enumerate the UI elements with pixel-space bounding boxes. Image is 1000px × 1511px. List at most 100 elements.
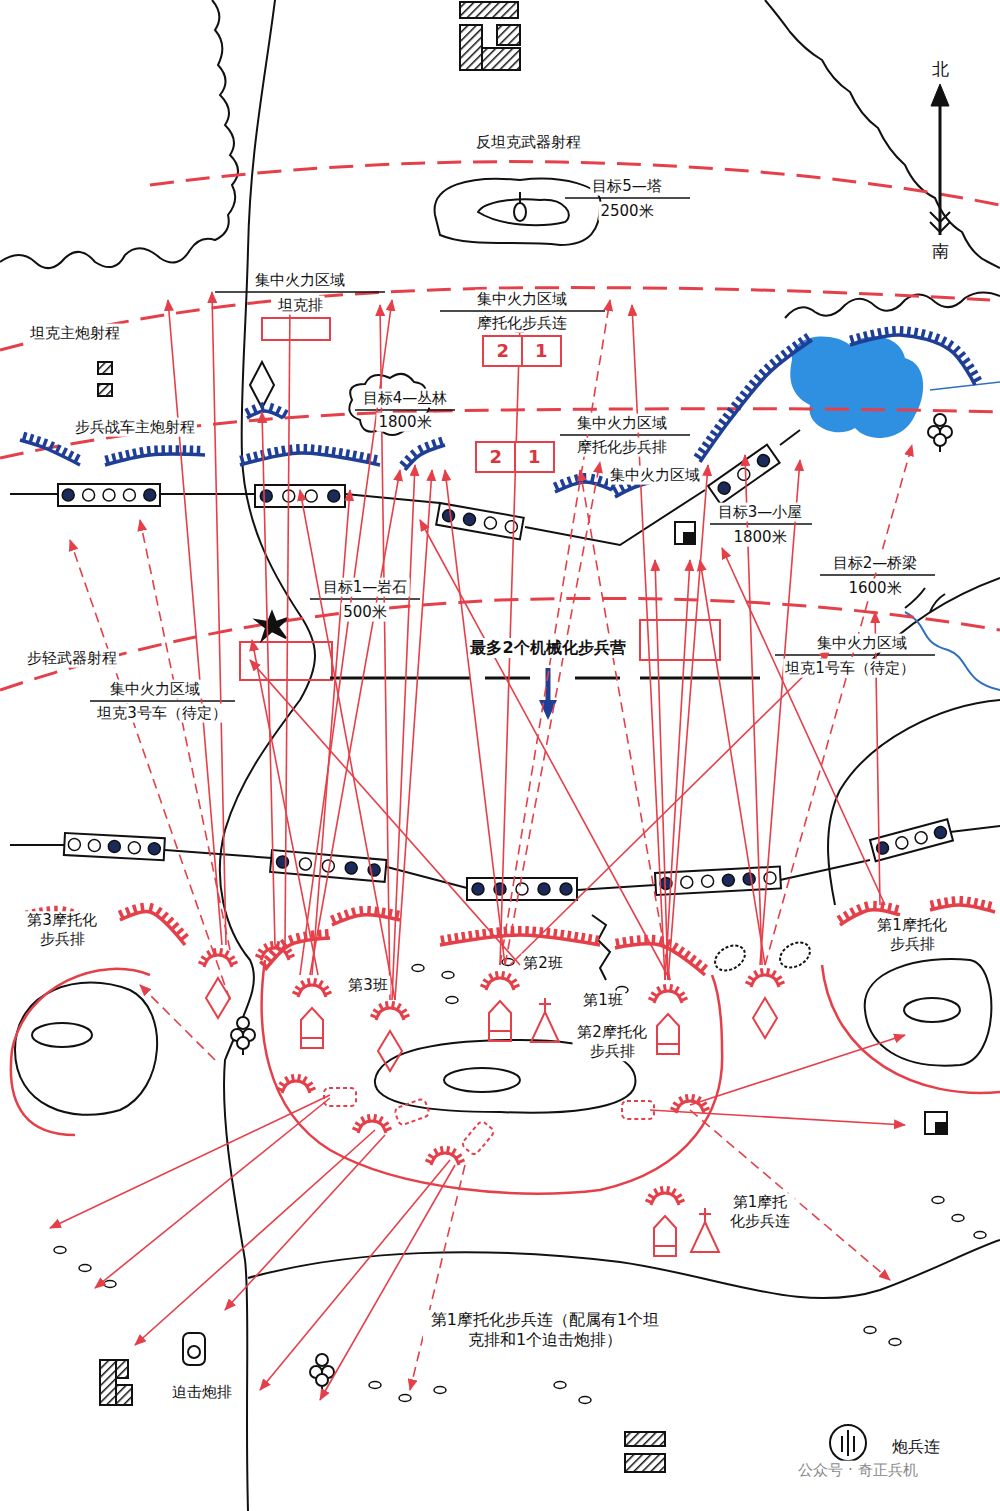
position-oval: [442, 972, 454, 979]
tree-crown: [237, 1037, 249, 1049]
trench-teeth: [23, 432, 79, 462]
label-rule: [820, 574, 935, 576]
contour-line: [785, 292, 1000, 318]
fire-arrow: [655, 560, 668, 980]
fire-arrow: [285, 300, 290, 945]
north-arrow-feather: [930, 212, 950, 232]
vehicle-pentagon-line: [654, 1245, 676, 1247]
mine-dot: [483, 516, 497, 530]
vehicle-pentagon-line: [301, 1037, 323, 1039]
map-label: 坦克排: [276, 296, 325, 315]
tree-crown: [237, 1017, 249, 1029]
north-arrow-head: [931, 84, 949, 106]
building: [625, 1432, 665, 1446]
cliff-line: [592, 915, 610, 980]
mine-dot: [755, 452, 772, 469]
vehicle-pentagon: [657, 1014, 679, 1054]
position-oval: [579, 1397, 591, 1404]
tree-symbol: [928, 414, 952, 452]
building: [116, 1360, 128, 1378]
trench-teeth: [646, 1186, 685, 1202]
mine-dot: [716, 480, 733, 497]
vehicle-diamond: [378, 1031, 402, 1071]
mine-dot: [680, 876, 693, 889]
hill-contour: [444, 1068, 520, 1092]
mine-dot: [722, 874, 735, 887]
label-rule: [215, 291, 385, 293]
map-label: 炮兵连: [890, 1437, 942, 1457]
enemy-vehicle-diamond: [250, 362, 274, 408]
house-symbol: [925, 1112, 947, 1134]
vehicle-pentagon: [654, 1216, 676, 1256]
company-area: [262, 960, 723, 1194]
mine-dot: [743, 873, 756, 886]
map-label: 第1摩托化步兵连（配属有1个坦克排和1个迫击炮排）: [423, 1310, 667, 1350]
fire-arrow: [140, 520, 230, 950]
trench-teeth: [671, 1094, 710, 1110]
position-oval: [952, 1215, 964, 1222]
north-arrow: [930, 84, 950, 235]
trench-teeth: [851, 326, 981, 382]
mine-dot: [68, 838, 81, 851]
map-label: 第2班: [521, 954, 565, 973]
mine-dot: [299, 857, 312, 870]
trench-teeth: [649, 984, 688, 1000]
fire-arrow: [225, 1135, 385, 1310]
symbols: [98, 192, 947, 1461]
trench-teeth: [246, 402, 287, 417]
trench-teeth: [241, 444, 376, 464]
map-label: 1800米: [731, 528, 788, 547]
fire-arrow: [632, 305, 665, 980]
fire-unit-box: 21: [482, 335, 561, 366]
buildings: [100, 2, 665, 1472]
map-label: 摩托化步兵排: [575, 438, 669, 457]
wire-obstacle-box: [655, 866, 781, 895]
tower-symbol: [514, 203, 526, 221]
trench-teeth: [119, 903, 187, 940]
wire-obstacle: [708, 445, 780, 504]
map-label: 反坦克武器射程: [474, 133, 583, 152]
map-label: 第3摩托化步兵排: [23, 911, 102, 949]
mine-dot: [560, 883, 572, 895]
trench-line: [261, 948, 289, 960]
map-label: 第1班: [581, 991, 625, 1010]
mine-dot: [875, 841, 890, 856]
map-label: 公众号 · 奇正兵机: [796, 1461, 919, 1480]
command-post: [531, 1012, 559, 1042]
position-oval: [974, 1232, 986, 1239]
mine-dot: [442, 509, 456, 523]
wire-obstacle-box: [708, 445, 780, 504]
marker-square: [98, 384, 112, 396]
trench-teeth: [106, 445, 199, 464]
map-label: 迫击炮排: [170, 1383, 234, 1402]
fire-arrow: [95, 1098, 330, 1288]
map-label: 坦克主炮射程: [28, 324, 122, 343]
fire-area-rect: [640, 620, 720, 660]
platoon-area: [11, 969, 150, 1135]
road-line: [828, 700, 1000, 905]
trench-line: [298, 985, 326, 997]
vehicle-pentagon-line: [657, 1043, 679, 1045]
artillery-symbol: [847, 1430, 849, 1456]
fire-arrow: [212, 292, 226, 945]
mine-dot: [504, 520, 518, 534]
fire-arrow: [500, 300, 610, 965]
position-oval: [104, 1281, 116, 1288]
mine-dot: [345, 861, 358, 874]
position-oval: [412, 965, 424, 972]
tree-symbol: [310, 1354, 334, 1392]
position-oval: [554, 1382, 566, 1389]
vehicle-pentagon-line: [489, 1030, 511, 1032]
building: [482, 48, 520, 70]
generated-layer: [10, 198, 1000, 1404]
map-label: 2500米: [598, 202, 655, 221]
label-rule: [440, 310, 605, 312]
building: [116, 1385, 132, 1405]
trench-teeth: [293, 978, 332, 994]
mine-dot: [103, 489, 115, 501]
trench-line: [405, 445, 445, 470]
mine-dot: [148, 842, 161, 855]
wire-obstacle: [655, 866, 781, 895]
trench-teeth: [277, 1074, 316, 1090]
